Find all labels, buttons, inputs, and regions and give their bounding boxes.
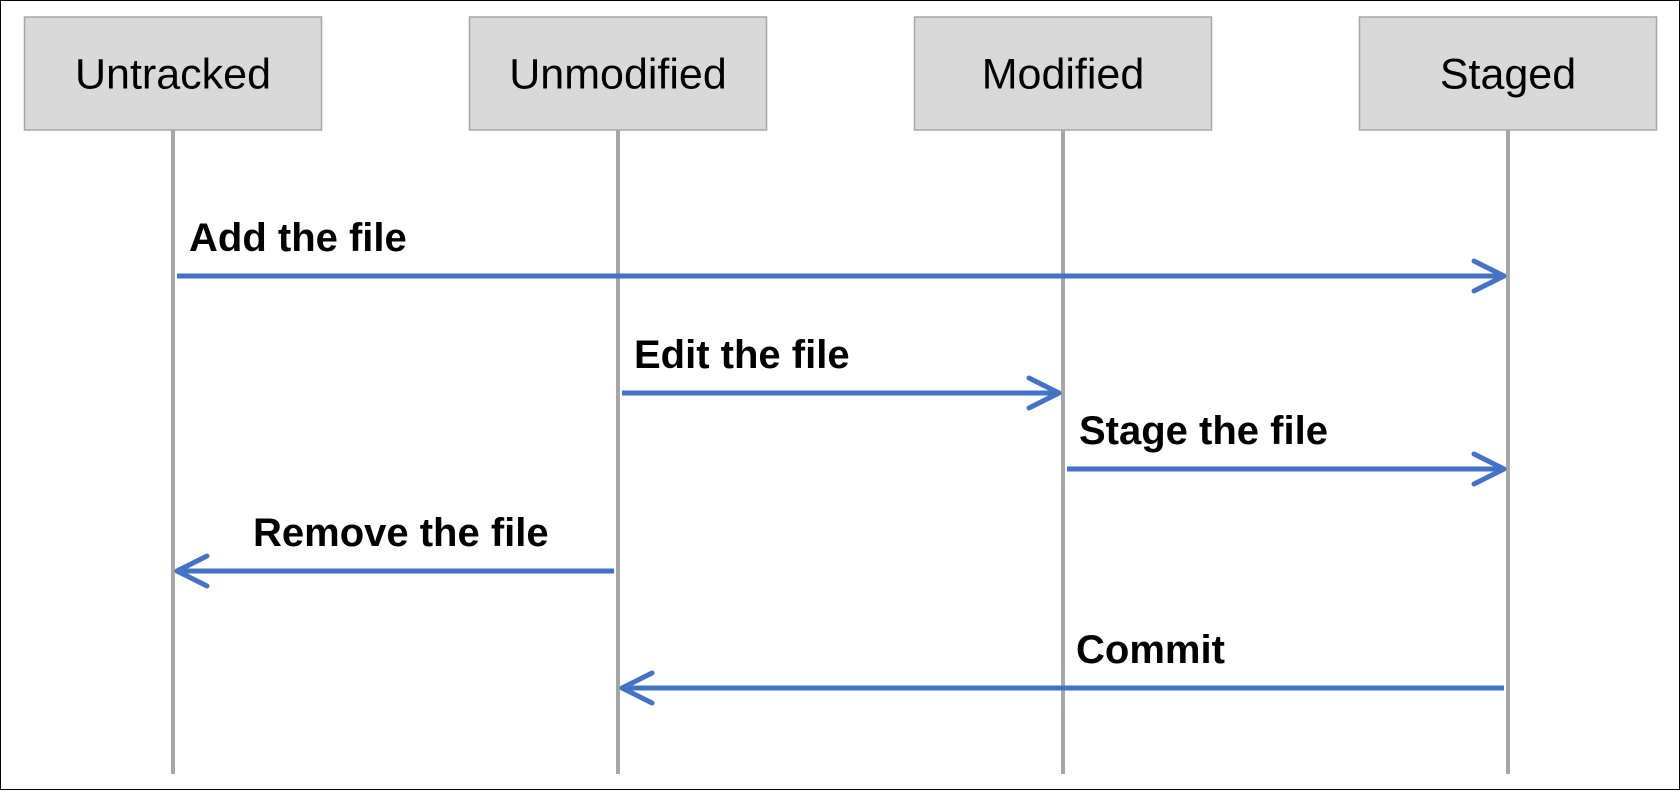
- arrow-head-5: [619, 670, 655, 706]
- arrow-head-1: [1471, 258, 1507, 294]
- message-4: Remove the file: [174, 511, 614, 589]
- participant-boxes: Untracked Unmodified Modified Staged: [23, 16, 1658, 131]
- participant-staged: Staged: [1358, 16, 1658, 131]
- participant-label-staged: Staged: [1440, 51, 1576, 99]
- participant-box-staged: [1358, 16, 1658, 131]
- lifelines: [171, 130, 1510, 774]
- message-3: Stage the file: [1067, 409, 1507, 487]
- message-2: Edit the file: [622, 333, 1062, 411]
- participant-label-unmodified: Unmodified: [509, 51, 727, 99]
- participant-label-untracked: Untracked: [75, 51, 271, 99]
- participant-label-modified: Modified: [982, 51, 1145, 99]
- participant-untracked: Untracked: [23, 16, 323, 131]
- arrow-head-2: [1026, 375, 1062, 411]
- participant-modified: Modified: [913, 16, 1213, 131]
- message-label-2: Edit the file: [634, 333, 850, 377]
- message-label-4: Remove the file: [253, 511, 549, 555]
- message-label-5: Commit: [1076, 628, 1225, 672]
- arrow-head-4: [174, 553, 210, 589]
- participant-box-unmodified: [468, 16, 768, 131]
- message-1: Add the file: [177, 216, 1507, 294]
- arrow-head-3: [1471, 451, 1507, 487]
- message-label-1: Add the file: [189, 216, 407, 260]
- participant-unmodified: Unmodified: [468, 16, 768, 131]
- message-5: Commit: [619, 628, 1504, 706]
- participant-box-modified: [913, 16, 1213, 131]
- participant-box-untracked: [23, 16, 323, 131]
- message-label-3: Stage the file: [1079, 409, 1328, 453]
